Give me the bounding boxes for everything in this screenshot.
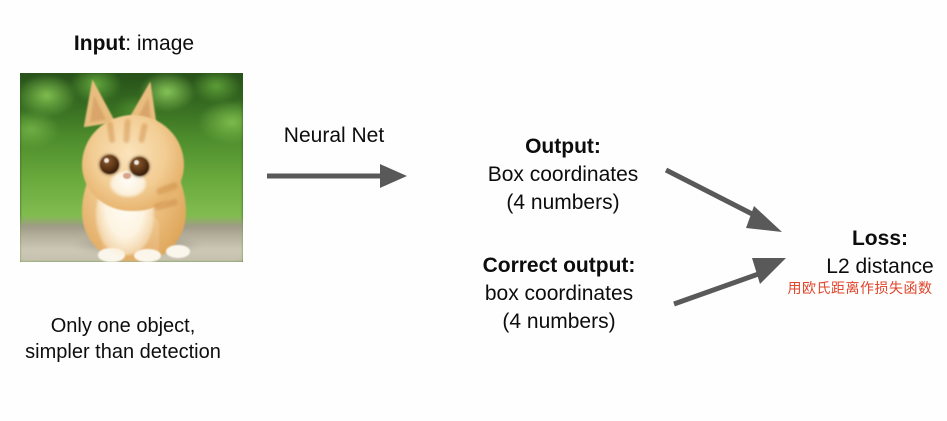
caption-line-1: Only one object, xyxy=(50,315,196,337)
neural-net-label: Neural Net xyxy=(283,124,385,147)
cat-paw-right xyxy=(134,249,161,262)
input-title-bold: Input xyxy=(73,32,126,55)
cat-eye-glint-left xyxy=(104,158,109,163)
cat-eye-right xyxy=(130,157,149,176)
arrow-input-to-network xyxy=(267,164,407,188)
input-title-rest: : image xyxy=(125,32,195,55)
correct-output-line-1: box coordinates xyxy=(484,282,634,305)
output-heading: Output: xyxy=(525,135,601,158)
output-line-1: Box coordinates xyxy=(487,163,639,186)
cat-nose xyxy=(123,173,131,179)
correct-output-block: Correct output: box coordinates (4 numbe… xyxy=(399,252,719,336)
cat-paw-back xyxy=(166,245,190,258)
cat-eye-glint-right xyxy=(134,160,139,165)
loss-line-1: L2 distance xyxy=(826,255,934,278)
loss-chinese-annotation: 用欧氏距离作损失函数 xyxy=(787,280,933,296)
input-caption: Only one object, simpler than detection xyxy=(0,313,273,365)
cat-eye-left xyxy=(100,155,119,174)
loss-heading: Loss: xyxy=(851,227,908,250)
caption-line-2: simpler than detection xyxy=(25,341,221,363)
loss-block: Loss: L2 distance xyxy=(750,225,947,281)
correct-output-line-2: (4 numbers) xyxy=(502,310,616,333)
output-block: Output: Box coordinates (4 numbers) xyxy=(413,133,713,217)
input-image-cat-photo xyxy=(20,73,243,262)
input-title: Input: image xyxy=(74,33,194,54)
output-line-2: (4 numbers) xyxy=(506,191,620,214)
correct-output-heading: Correct output: xyxy=(482,254,636,277)
